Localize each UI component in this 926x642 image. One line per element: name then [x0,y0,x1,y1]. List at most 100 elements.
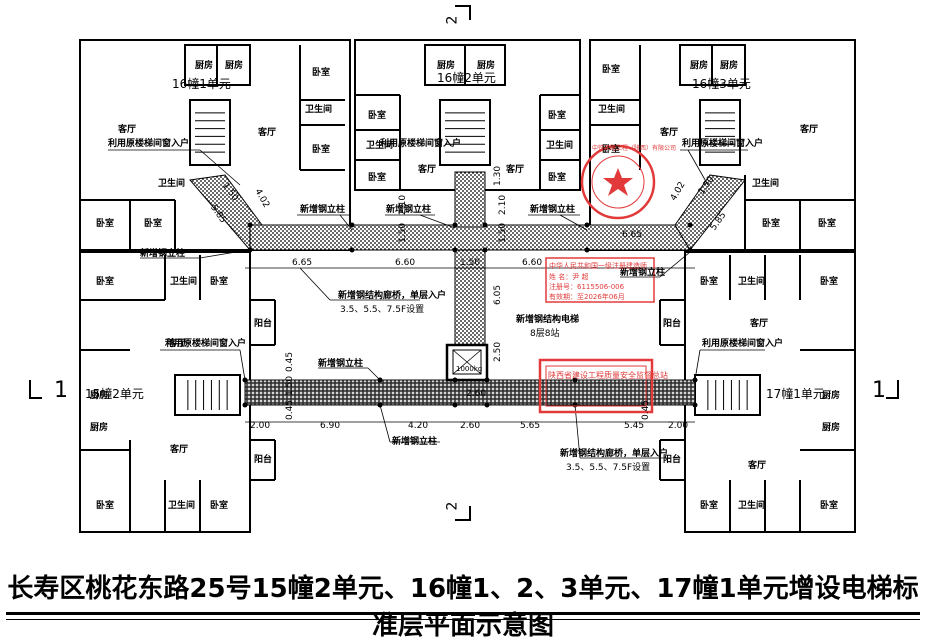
corridor-vertical-top [454,171,486,228]
room-balcony: 阳台 [663,453,681,465]
dim-label: 4.02 [252,187,271,209]
room-kitchen: 厨房 [437,59,455,71]
stamp-round-text: 中铁天路工程（陕西）有限公司 [592,144,676,152]
dim-label: 2.00 [668,421,688,431]
room-bathroom: 卫生间 [598,103,625,115]
dim-label: 0.45 [285,400,295,420]
room-kitchen: 厨房 [225,59,243,71]
room-bedroom: 卧室 [312,143,330,155]
building-16-unit-1 [79,39,351,251]
corridor-vertical-mid [454,249,486,346]
room-bedroom: 卧室 [762,217,780,229]
building-15-unit-2 [79,251,276,533]
room-bedroom: 卧室 [548,171,566,183]
note-elevator-line2: 8层8站 [530,327,559,339]
room-bedroom: 卧室 [210,499,228,511]
room-kitchen: 厨房 [90,421,108,433]
unit-label-17-1: 17幢1单元 [766,386,825,401]
room-living: 客厅 [747,459,766,471]
elevator-shaft [445,343,489,382]
room-bedroom: 卧室 [602,143,620,155]
room-bedroom: 卧室 [602,63,620,75]
dim-label: 6.65 [292,258,312,268]
section-mark-left: 1 [54,378,68,403]
note-elevator-line1: 新增钢结构电梯 [516,313,579,325]
section-markers [29,5,899,521]
note-stair-window-entry: 利用原楼梯间窗入户 [681,137,763,149]
dim-label: 2.50 [493,342,503,362]
dim-label: 2.60 [466,389,486,399]
room-bedroom: 卧室 [368,109,386,121]
building-17-unit-1 [659,251,856,533]
unit-label-16-2: 16幢2单元 [437,70,496,85]
note-corridor-line2: 3.5、5.5、7.5F设置 [566,462,650,473]
dim-label: 0.45 [641,400,651,420]
building-16-unit-2 [354,39,581,191]
note-corridor-line2: 3.5、5.5、7.5F设置 [340,304,424,315]
room-bathroom: 卫生间 [305,103,332,115]
stair-hatches [187,112,748,410]
room-bathroom: 卫生间 [158,177,185,189]
elevator-load-label: 1000kg [456,365,482,373]
room-living: 客厅 [799,123,818,135]
note-corridor-line1: 新增钢结构廊桥，单层入户 [338,289,446,301]
dim-label: 2.10 [398,195,408,215]
room-bedroom: 卧室 [818,217,836,229]
dim-label: 1.50 [460,258,480,268]
room-living: 客厅 [169,443,188,455]
stamp-rect-text: 陕西省建设工程质量安全监督总站 [548,370,668,380]
floor-plan: 16幢1单元 16幢2单元 16幢3单元 15幢2单元 17幢1单元 厨房 厨房… [29,5,899,533]
dim-label: 2.00 [250,421,270,431]
title-underline-thin [6,619,920,620]
room-bedroom: 卧室 [96,217,114,229]
dim-label: 6.60 [395,258,415,268]
room-living: 客厅 [505,163,524,175]
room-bedroom: 卧室 [210,275,228,287]
dim-label: 1.50 [398,223,408,243]
stamp-star-icon [603,168,633,196]
steel-columns [242,222,698,408]
room-bedroom: 卧室 [820,275,838,287]
dim-label: 0.45 [285,352,295,372]
room-kitchen: 厨房 [822,421,840,433]
drawing-title: 长寿区桃花东路25号15幢2单元、16幢1、2、3单元、17幢1单元增设电梯标准… [7,574,919,641]
note-stair-window-entry: 利用原楼梯间窗入户 [701,337,783,349]
note-new-column: 新增钢立柱 [392,435,437,447]
title-underline [6,612,920,615]
room-living: 客厅 [749,317,768,329]
room-living: 客厅 [417,163,436,175]
room-bathroom: 卫生间 [738,499,765,511]
note-new-column: 新增钢立柱 [300,203,345,215]
building-16-unit-3 [589,39,856,251]
dim-label: 1.50 [285,376,295,396]
unit-label-16-1: 16幢1单元 [172,76,231,91]
note-stair-window-entry: 利用原楼梯间窗入户 [107,137,189,149]
room-bedroom: 卧室 [700,275,718,287]
room-bathroom: 卫生间 [546,139,573,151]
room-bathroom: 卫生间 [168,499,195,511]
room-living: 客厅 [117,123,136,135]
corridor-bottom [244,379,696,406]
note-stair-window-entry: 利用原楼梯间窗入户 [164,337,246,349]
room-kitchen: 厨房 [822,389,840,401]
corridors [189,171,746,406]
room-bedroom: 卧室 [700,499,718,511]
section-mark-bottom: 2 [444,501,461,511]
room-bedroom: 卧室 [312,66,330,78]
room-living: 客厅 [167,337,186,349]
dim-label: 4.02 [669,180,688,202]
room-balcony: 阳台 [254,453,272,465]
room-balcony: 阳台 [254,317,272,329]
note-corridor-line1: 新增钢结构廊桥，单层入户 [560,447,668,459]
room-kitchen: 厨房 [195,59,213,71]
stamp-cert-date: 有效期：至2026年06月 [549,292,625,301]
room-bedroom: 卧室 [96,275,114,287]
room-living: 客厅 [659,126,678,138]
red-stamps [538,144,656,414]
unit-label-16-3: 16幢3单元 [692,76,751,91]
stamp-cert-no: 注册号：6115506-006 [549,282,625,291]
room-kitchen: 厨房 [477,59,495,71]
room-bathroom: 卫生间 [170,275,197,287]
note-new-column: 新增钢立柱 [620,266,665,278]
dim-label: 1.30 [493,166,503,186]
